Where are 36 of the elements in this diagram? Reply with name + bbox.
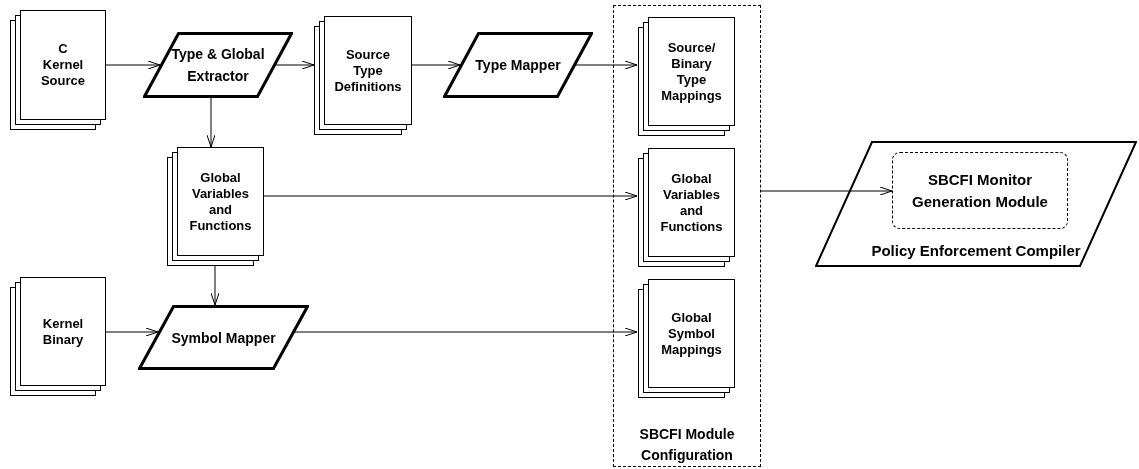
node-label: SBCFI Monitor Generation Module xyxy=(911,169,1049,212)
node-label: Type Mapper xyxy=(474,56,562,75)
process-parallelogram xyxy=(138,305,309,370)
node-label: Type & Global Extractor xyxy=(170,45,266,86)
arrow xyxy=(105,60,161,70)
document-stack xyxy=(638,279,735,398)
document-stack xyxy=(10,277,106,396)
process-parallelogram xyxy=(443,32,593,98)
node-label: Source/ Binary Type Mappings xyxy=(660,39,723,104)
arrow xyxy=(294,327,638,337)
node-label: Global Variables and Functions xyxy=(188,169,253,234)
node-label: Symbol Mapper xyxy=(170,328,277,348)
compiler-parallelogram xyxy=(815,141,1137,267)
dashed-group-box xyxy=(613,5,761,467)
node-label: Source Type Definitions xyxy=(333,46,403,95)
document-stack xyxy=(167,147,264,266)
process-parallelogram xyxy=(143,32,293,98)
arrow xyxy=(411,60,461,70)
document-stack xyxy=(314,16,412,135)
arrow xyxy=(263,191,638,201)
node-label: SBCFI Module Configuration xyxy=(639,425,735,465)
arrow xyxy=(760,186,893,196)
arrow xyxy=(206,97,216,148)
arrow xyxy=(210,265,220,306)
arrow xyxy=(275,60,315,70)
document-stack xyxy=(10,10,106,130)
node-label: Policy Enforcement Compiler xyxy=(871,241,1081,261)
node-label: Global Symbol Mappings xyxy=(660,309,723,358)
document-stack xyxy=(638,148,735,267)
node-label: Kernel Binary xyxy=(41,315,85,348)
node-label: Global Variables and Functions xyxy=(659,170,724,235)
arrow xyxy=(575,60,638,70)
arrow xyxy=(105,327,159,337)
document-stack xyxy=(638,17,735,136)
dashed-module-box xyxy=(892,152,1068,229)
node-label: C Kernel Source xyxy=(39,41,87,89)
